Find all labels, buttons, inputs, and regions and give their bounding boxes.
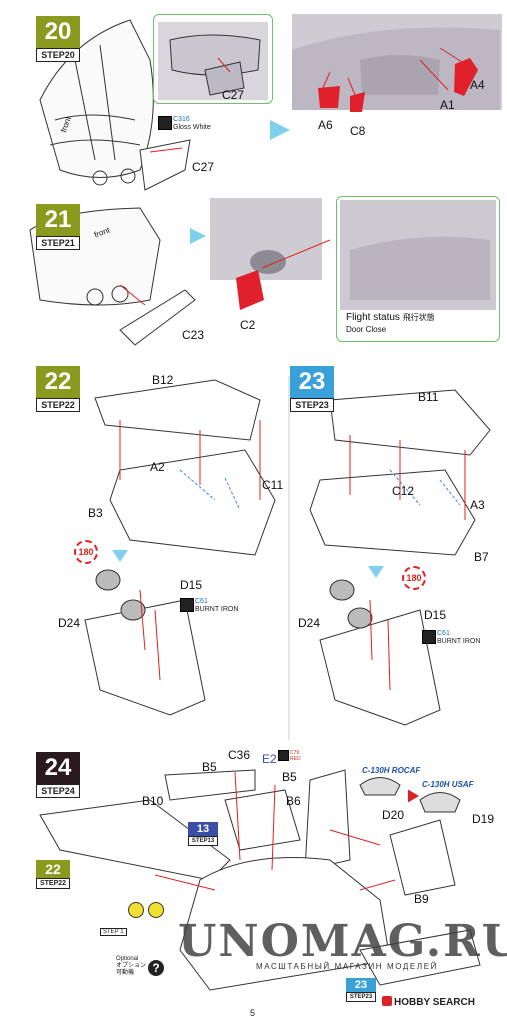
- flight-status-jp: 飛行状態: [402, 313, 435, 322]
- step-22-reference: 22 STEP22: [36, 860, 70, 889]
- paint-swatch-c79: [278, 750, 289, 761]
- step-21-number: 21: [36, 204, 80, 236]
- step-1-reference: STEP 1: [100, 928, 127, 936]
- part-b5-left: B5: [202, 760, 217, 774]
- part-b9: B9: [414, 892, 429, 906]
- part-b7: B7: [474, 550, 489, 564]
- step-24-number: 24: [36, 752, 80, 784]
- step-23-badge: 23 STEP23: [290, 366, 334, 412]
- paint-c61-right-name: BURNT IRON: [437, 638, 481, 645]
- step-22-badge: 22 STEP22: [36, 366, 80, 412]
- part-c11: C11: [262, 478, 284, 492]
- paint-swatch-c61-right: [422, 630, 436, 644]
- part-c36: C36: [228, 748, 251, 762]
- optional-jp2: 可動機: [116, 970, 135, 976]
- step-21-label: STEP21: [36, 236, 80, 250]
- paint-c316: C316 Gloss White: [173, 116, 211, 132]
- step-23-label: STEP23: [290, 398, 334, 412]
- paint-c61-left-code: C61: [195, 598, 208, 605]
- step-24-label: STEP24: [36, 784, 80, 798]
- paint-c316-name: Gloss White: [173, 124, 211, 131]
- rotate-180-icon-left: 180: [74, 540, 98, 564]
- flight-status-label: Flight status 飛行状態: [346, 312, 435, 323]
- part-a6: A6: [318, 118, 333, 132]
- part-d15-left: D15: [180, 578, 203, 592]
- flight-status-en: Flight status: [346, 312, 400, 323]
- pilot-figure-icon: [148, 902, 164, 918]
- paint-c79: C79 RED: [290, 750, 301, 762]
- part-d19: D19: [472, 812, 495, 826]
- part-b11: B11: [418, 390, 439, 404]
- part-d20: D20: [382, 808, 405, 822]
- step-20-badge: 20 STEP20: [36, 16, 80, 62]
- paint-swatch-c316: [158, 116, 172, 130]
- part-b5-right: B5: [282, 770, 297, 784]
- part-a3: A3: [470, 498, 485, 512]
- paint-c61-left-name: BURNT IRON: [195, 606, 239, 613]
- step-13-reference: 13 STEP13: [188, 822, 218, 846]
- part-c8: C8: [350, 124, 366, 138]
- part-d24-left: D24: [58, 616, 81, 630]
- step-13-ref-number: 13: [188, 822, 218, 836]
- part-d24-right: D24: [298, 616, 321, 630]
- step-23-reference: 23 STEP23: [346, 978, 376, 1002]
- part-d15-right: D15: [424, 608, 447, 622]
- zoom-frame-step21: [336, 196, 500, 342]
- part-b3: B3: [88, 506, 103, 520]
- part-c2: C2: [240, 318, 256, 332]
- part-c27: C27: [192, 160, 215, 174]
- hobby-search-icon: [382, 996, 392, 1006]
- step-13-ref-label: STEP13: [188, 836, 218, 846]
- hobby-search-logo: HOBBY SEARCH: [382, 996, 475, 1008]
- part-e2: E2: [262, 752, 277, 766]
- paint-c316-code: C316: [173, 116, 190, 123]
- watermark-text: UNOMAG.RU: [178, 916, 507, 967]
- paint-swatch-c61-left: [180, 598, 194, 612]
- step-22-ref-number: 22: [36, 860, 70, 878]
- zoom-frame-step20: [153, 14, 273, 104]
- step-23-ref-label: STEP23: [346, 992, 376, 1002]
- question-icon: ?: [148, 960, 164, 976]
- watermark-subtitle: МАСШТАБНЫЙ МАГАЗИН МОДЕЛЕЙ: [256, 962, 438, 971]
- part-c12: C12: [392, 484, 415, 498]
- step-23-ref-number: 23: [346, 978, 376, 992]
- hobby-search-text: HOBBY SEARCH: [394, 997, 475, 1008]
- part-a1: A1: [440, 98, 455, 112]
- part-a4: A4: [470, 78, 485, 92]
- optional-note: Optional オプション 可動機: [116, 956, 146, 977]
- step-20-number: 20: [36, 16, 80, 48]
- part-c27-zoom: C27: [222, 88, 245, 102]
- optional-jp: オプション: [116, 963, 147, 969]
- step-21-badge: 21 STEP21: [36, 204, 80, 250]
- step-20-label: STEP20: [36, 48, 80, 62]
- paint-c61-right-code: C61: [437, 630, 450, 637]
- part-c23: C23: [182, 328, 205, 342]
- pilot-figure-icon: [128, 902, 144, 918]
- part-b6: B6: [286, 794, 301, 808]
- variant-rocaf-label: C-130H ROCAF: [362, 766, 421, 775]
- variant-usaf-label: C-130H USAF: [422, 780, 474, 789]
- paint-c61-left: C61 BURNT IRON: [195, 598, 238, 614]
- step-22-number: 22: [36, 366, 80, 398]
- step-23-number: 23: [290, 366, 334, 398]
- door-close-label: Door Close: [346, 325, 387, 334]
- part-b12: B12: [152, 373, 174, 387]
- paint-c79-name: RED: [290, 756, 301, 762]
- part-b10: B10: [142, 794, 164, 808]
- paint-c61-right: C61 BURNT IRON: [437, 630, 480, 646]
- step-22-ref-label: STEP22: [36, 878, 70, 889]
- step-22-label: STEP22: [36, 398, 80, 412]
- rotate-180-icon-right: 180: [402, 566, 426, 590]
- paint-c79-code: C79: [290, 750, 300, 756]
- page-number: 5: [250, 1008, 256, 1018]
- part-a2: A2: [150, 460, 165, 474]
- optional-en: Optional: [116, 956, 139, 962]
- step-24-badge: 24 STEP24: [36, 752, 80, 798]
